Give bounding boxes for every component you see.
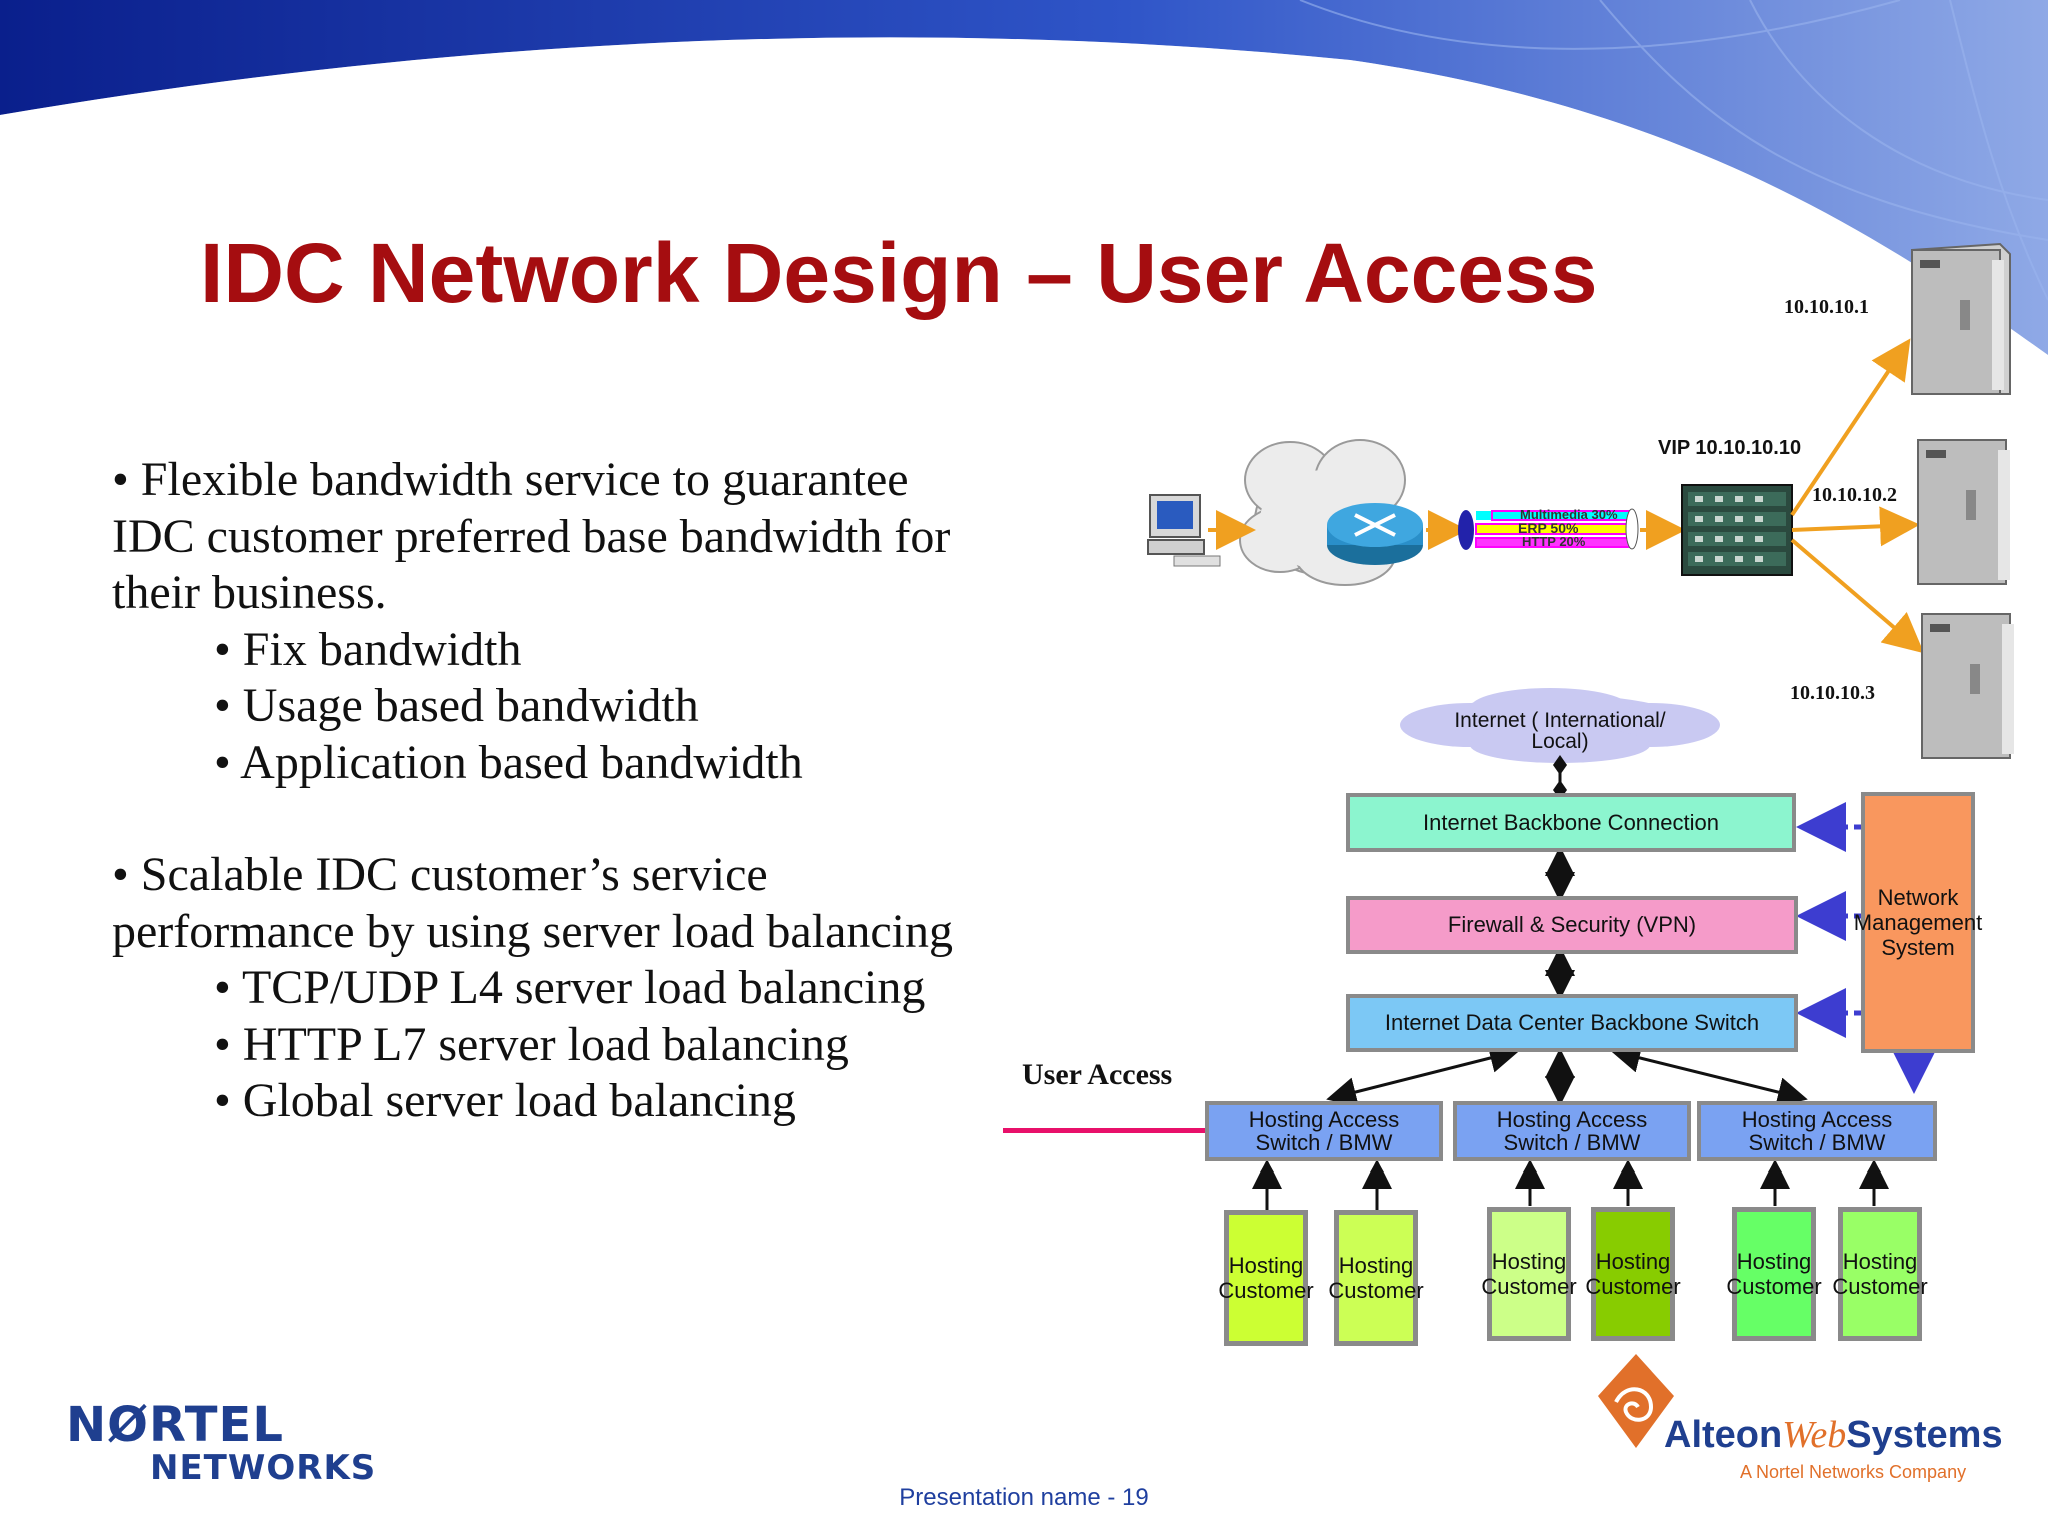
slide-title: IDC Network Design – User Access [200,226,1598,320]
access-switch-label-line: Switch / BMW [1255,1130,1393,1155]
customer-label-line: Hosting [1842,1249,1918,1274]
server-ip-label: 10.10.10.2 [1812,484,1897,506]
alteon-logo-icon [1598,1354,1674,1448]
nortel-logo-subtext: NETWORKS [150,1448,377,1488]
footer-page-label: Presentation name - 19 [899,1484,1149,1511]
customer-label-line: Customer [1585,1274,1681,1299]
bullet-text: their business. [112,566,387,619]
sub-bullet: • TCP/UDP L4 server load balancing [214,961,926,1014]
server-icon [1921,613,2014,759]
internet-cloud-icon [1239,439,1406,586]
alteon-logo: AlteonWebSystems [1664,1413,2003,1457]
internet-cloud-shape [1400,688,1720,763]
backbone-switch-box: Internet Data Center Backbone Switch [1346,994,1798,1052]
load-balancer-diagram: Multimedia 30% ERP 50% HTTP 20% VIP 10.1… [1147,242,2014,759]
bullet-text: IDC customer preferred base bandwidth fo… [112,509,951,563]
alteon-tagline: A Nortel Networks Company [1740,1462,1967,1482]
hosting-access-switch: Hosting Access Switch / BMW [1205,1101,1443,1161]
firewall-box: Firewall & Security (VPN) [1346,896,1798,954]
pipe-label: ERP 50% [1518,520,1579,536]
hosting-customer: Hosting Customer [1218,1210,1314,1346]
internet-cloud-label: Internet ( International/ Local) [1420,710,1700,752]
idc-diagram-connectors [1252,688,1939,1200]
hosting-customer: Hosting Customer [1481,1207,1577,1341]
hosting-customer: Hosting Customer [1585,1207,1681,1341]
pipe-label: HTTP 20% [1522,534,1586,549]
customer-label-line: Customer [1832,1274,1928,1299]
access-switch-label-line: Switch / BMW [1748,1130,1886,1155]
internet-cloud-label-line: Local) [1531,730,1589,753]
customer-label-line: Hosting [1736,1249,1812,1274]
customer-label-line: Hosting [1338,1253,1414,1278]
sub-bullet: • Fix bandwidth [214,622,522,676]
server-icon [1910,242,2011,395]
header-swoosh [0,0,2048,360]
alteon-logo-systems: Systems [1846,1414,2003,1456]
hosting-access-switch: Hosting Access Switch / BMW [1697,1101,1937,1161]
access-switch-label-line: Hosting Access [1248,1107,1400,1132]
network-management-box: Network Management System [1854,792,1982,1053]
alteon-logo-web: Web [1782,1414,1847,1456]
customer-arrows [1260,1160,1881,1210]
access-switch-label-line: Hosting Access [1741,1107,1893,1132]
sub-bullet: • HTTP L7 server load balancing [214,1017,849,1071]
nortel-logo: NØRTEL NETWORKS [66,1400,376,1486]
user-access-label: User Access [1022,1058,1173,1091]
internet-cloud-label-line: Internet ( International/ [1454,709,1666,732]
hosting-customer: Hosting Customer [1328,1210,1424,1346]
vip-label: VIP 10.10.10.10 [1658,437,1801,459]
backbone-connection-box: Internet Backbone Connection [1346,793,1796,852]
nortel-logo-text: NØRTEL [66,1397,284,1453]
bullet-text: • Scalable IDC customer’s service [112,848,768,901]
nms-label-line: Network [1877,885,1959,910]
alteon-logo-text: Alteon [1664,1414,1783,1456]
customer-label-line: Customer [1481,1274,1577,1299]
hosting-customer: Hosting Customer [1832,1207,1928,1341]
bandwidth-pipe: Multimedia 30% ERP 50% HTTP 20% [1458,507,1639,550]
server-ip-label: 10.10.10.3 [1790,682,1875,704]
access-switch-label-line: Hosting Access [1496,1107,1648,1132]
server-ip-label: 10.10.10.1 [1784,296,1869,318]
bullet-list: • Flexible bandwidth service to guarante… [112,452,1032,1130]
sub-bullet: • Global server load balancing [214,1074,796,1127]
nms-label-line: System [1881,935,1955,960]
sub-bullet: • Usage based bandwidth [214,679,699,732]
customer-label-line: Hosting [1491,1249,1567,1274]
bullet-text: • Flexible bandwidth service to guarante… [112,453,909,506]
access-switch-label-line: Switch / BMW [1503,1130,1641,1155]
server-icon [1917,439,2010,585]
computer-icon [1147,494,1221,567]
customer-label-line: Hosting [1595,1249,1671,1274]
hosting-access-switch: Hosting Access Switch / BMW [1453,1101,1691,1161]
load-balancer-switch-icon [1681,484,1793,576]
customer-label-line: Customer [1726,1274,1822,1299]
router-icon [1327,503,1423,565]
nms-label-line: Management [1853,910,1983,935]
customer-label-line: Customer [1218,1278,1314,1303]
bullet-text: performance by using server load balanci… [112,904,954,958]
pipe-label: Multimedia 30% [1520,507,1618,522]
hosting-customer: Hosting Customer [1726,1207,1822,1341]
customer-label-line: Customer [1328,1278,1424,1303]
sub-bullet: • Application based bandwidth [214,735,803,789]
customer-label-line: Hosting [1228,1253,1304,1278]
user-access-line [1003,1128,1207,1133]
